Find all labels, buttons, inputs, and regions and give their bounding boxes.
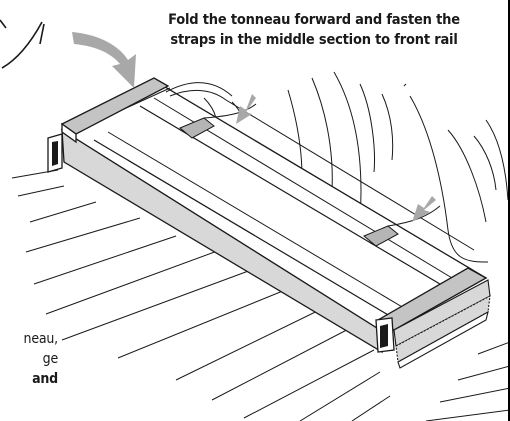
corner-marks <box>0 19 45 69</box>
partial-caption-left: neau, ge and <box>0 329 59 389</box>
partial-caption-line-2: ge <box>42 351 59 367</box>
frame-border <box>508 0 510 421</box>
strap-arrow-front <box>236 94 256 124</box>
straps <box>179 103 441 247</box>
instruction-line-1: Fold the tonneau forward and fasten the <box>168 12 460 28</box>
instruction-line-2: straps in the middle section to front ra… <box>170 32 458 48</box>
partial-caption-line-3: and <box>32 371 58 387</box>
strap-arrow-rear <box>412 196 436 222</box>
rail-end-cap-left <box>47 77 170 173</box>
fold-forward-arrow <box>72 32 136 88</box>
truck-bed-floor-lines <box>11 169 510 421</box>
rail-end-cap-right <box>375 267 491 369</box>
partial-caption-line-1: neau, <box>23 331 59 347</box>
instruction-caption: Fold the tonneau forward and fasten the … <box>134 10 494 50</box>
